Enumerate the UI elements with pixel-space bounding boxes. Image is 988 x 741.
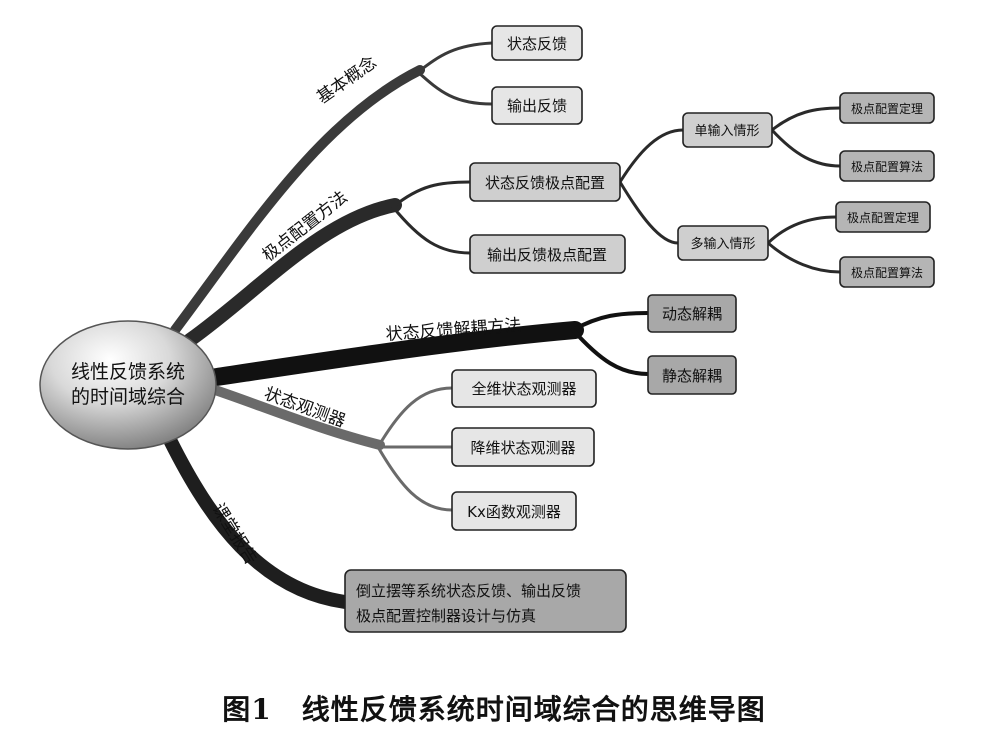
- branch-decouple-trunk: [201, 321, 584, 387]
- branch-observer-trunk: [210, 385, 385, 450]
- center-ellipse: [39, 320, 217, 450]
- connector-single-2: [770, 128, 842, 168]
- node-static-decouple: [647, 355, 737, 395]
- node-state-feedback: [491, 25, 583, 61]
- node-output-feedback-label: 输出反馈: [507, 97, 567, 115]
- node-single-algorithm: [839, 150, 935, 182]
- node-single-input-label: 单输入情形: [694, 123, 759, 139]
- node-full-observer-label: 全维状态观测器: [471, 380, 576, 398]
- node-reduced-observer: [451, 427, 595, 467]
- node-multi-theorem-label: 极点配置定理: [847, 210, 919, 225]
- connector-multi-2: [766, 241, 842, 274]
- main-branches: [163, 65, 584, 609]
- branch-label-report: 课堂报告: [208, 500, 261, 568]
- node-output-feedback-pole: [469, 234, 626, 274]
- connector-multi-input: [618, 180, 680, 245]
- node-full-observer: [451, 369, 597, 408]
- report-children: 倒立摆等系统状态反馈、输出反馈 极点配置控制器设计与仿真: [344, 569, 627, 633]
- pole-children: 状态反馈极点配置 输出反馈极点配置 单输入情形 多输入情形 极点配置定理 极点配…: [469, 92, 935, 288]
- observer-children: 全维状态观测器 降维状态观测器 Kx函数观测器: [451, 369, 597, 531]
- node-static-decouple-label: 静态解耦: [662, 367, 722, 385]
- connector-basic-2: [416, 70, 494, 106]
- node-output-feedback-pole-label: 输出反馈极点配置: [487, 246, 607, 264]
- node-state-feedback-pole-label: 状态反馈极点配置: [485, 174, 605, 192]
- figure-title: 线性反馈系统时间域综合的思维导图: [301, 693, 766, 726]
- branch-report-trunk: [163, 433, 352, 609]
- connector-pole-2: [391, 205, 472, 255]
- center-title-line2: 的时间域综合: [71, 386, 185, 408]
- node-state-feedback-label: 状态反馈: [507, 35, 567, 53]
- figure-caption: 图1 线性反馈系统时间域综合的思维导图: [0, 688, 988, 728]
- decouple-children: 动态解耦 静态解耦: [647, 294, 737, 395]
- node-report-item-line1: 倒立摆等系统状态反馈、输出反馈: [356, 582, 581, 600]
- node-dynamic-decouple-label: 动态解耦: [662, 305, 722, 323]
- branch-basic-trunk: [170, 65, 425, 335]
- node-multi-input: [677, 225, 769, 261]
- mind-map-diagram: 基本概念 极点配置方法 状态反馈解耦方法 状态观测器 课堂报告 线性反馈系统 的…: [39, 25, 935, 633]
- figure-number: 图1: [222, 693, 272, 726]
- basic-children: 状态反馈 输出反馈: [491, 25, 583, 125]
- node-single-algorithm-label: 极点配置算法: [851, 159, 923, 174]
- node-single-input: [682, 112, 773, 148]
- connector-observer-3: [376, 445, 454, 512]
- connector-pole-1: [391, 180, 472, 209]
- center-node: 线性反馈系统 的时间域综合: [39, 320, 217, 450]
- connector-single-1: [770, 106, 842, 132]
- node-reduced-observer-label: 降维状态观测器: [470, 439, 575, 457]
- sub-connectors: [376, 41, 842, 512]
- connector-decouple-2: [571, 328, 650, 376]
- node-single-theorem: [839, 92, 935, 124]
- connector-decouple-1: [571, 311, 650, 332]
- center-title-line1: 线性反馈系统: [71, 361, 185, 383]
- branch-pole-trunk: [183, 198, 402, 347]
- node-kx-observer: [451, 491, 577, 531]
- connector-basic-1: [416, 41, 494, 74]
- node-kx-observer-label: Kx函数观测器: [467, 503, 561, 521]
- node-output-feedback: [491, 86, 583, 125]
- node-state-feedback-pole: [469, 162, 621, 202]
- node-report-item-line2: 极点配置控制器设计与仿真: [356, 607, 536, 625]
- node-multi-algorithm-label: 极点配置算法: [851, 265, 923, 280]
- connector-single-input: [618, 128, 685, 184]
- connector-observer-1: [376, 386, 454, 449]
- node-multi-algorithm: [839, 256, 935, 288]
- node-multi-theorem: [835, 201, 931, 233]
- node-report-item: [344, 569, 627, 633]
- node-single-theorem-label: 极点配置定理: [851, 101, 923, 116]
- node-dynamic-decouple: [647, 294, 737, 333]
- connector-multi-1: [766, 215, 838, 245]
- node-multi-input-label: 多输入情形: [690, 236, 755, 252]
